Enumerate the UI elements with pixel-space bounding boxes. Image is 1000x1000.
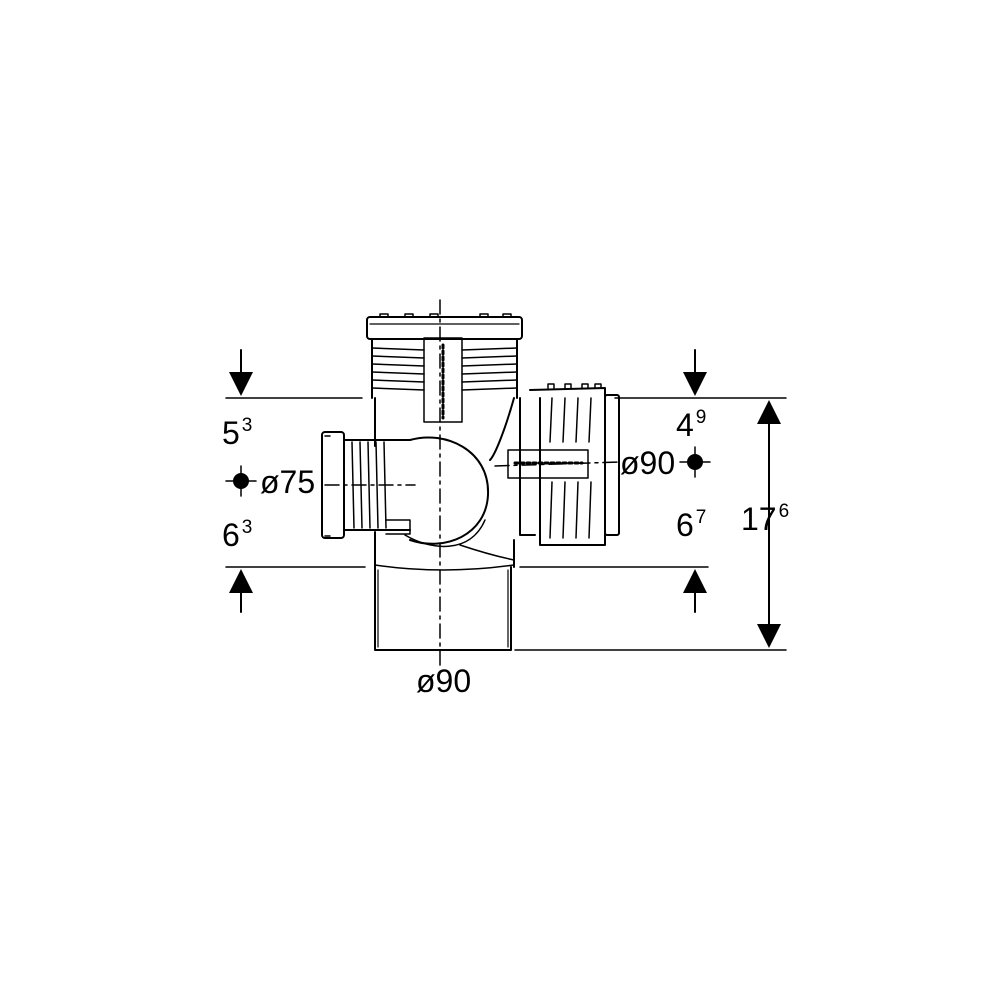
arrow-up-icon (683, 569, 707, 593)
top-socket (366, 313, 523, 423)
left-branch-diameter-label: ø75 (260, 464, 315, 500)
pipe-body (374, 397, 515, 651)
centre-point-icon (233, 473, 249, 489)
right-branch-diameter-label: ø90 (620, 445, 675, 481)
arrow-down-icon (229, 372, 253, 396)
arrow-down-icon (683, 372, 707, 396)
arrow-down-icon (757, 624, 781, 648)
bottom-diameter-label: ø90 (416, 663, 471, 699)
left-branch-socket (321, 431, 490, 548)
centre-point-icon (687, 454, 703, 470)
centre-lines (324, 299, 621, 669)
arrow-up-icon (757, 400, 781, 424)
reference-lines (225, 397, 787, 651)
arrow-up-icon (229, 569, 253, 593)
